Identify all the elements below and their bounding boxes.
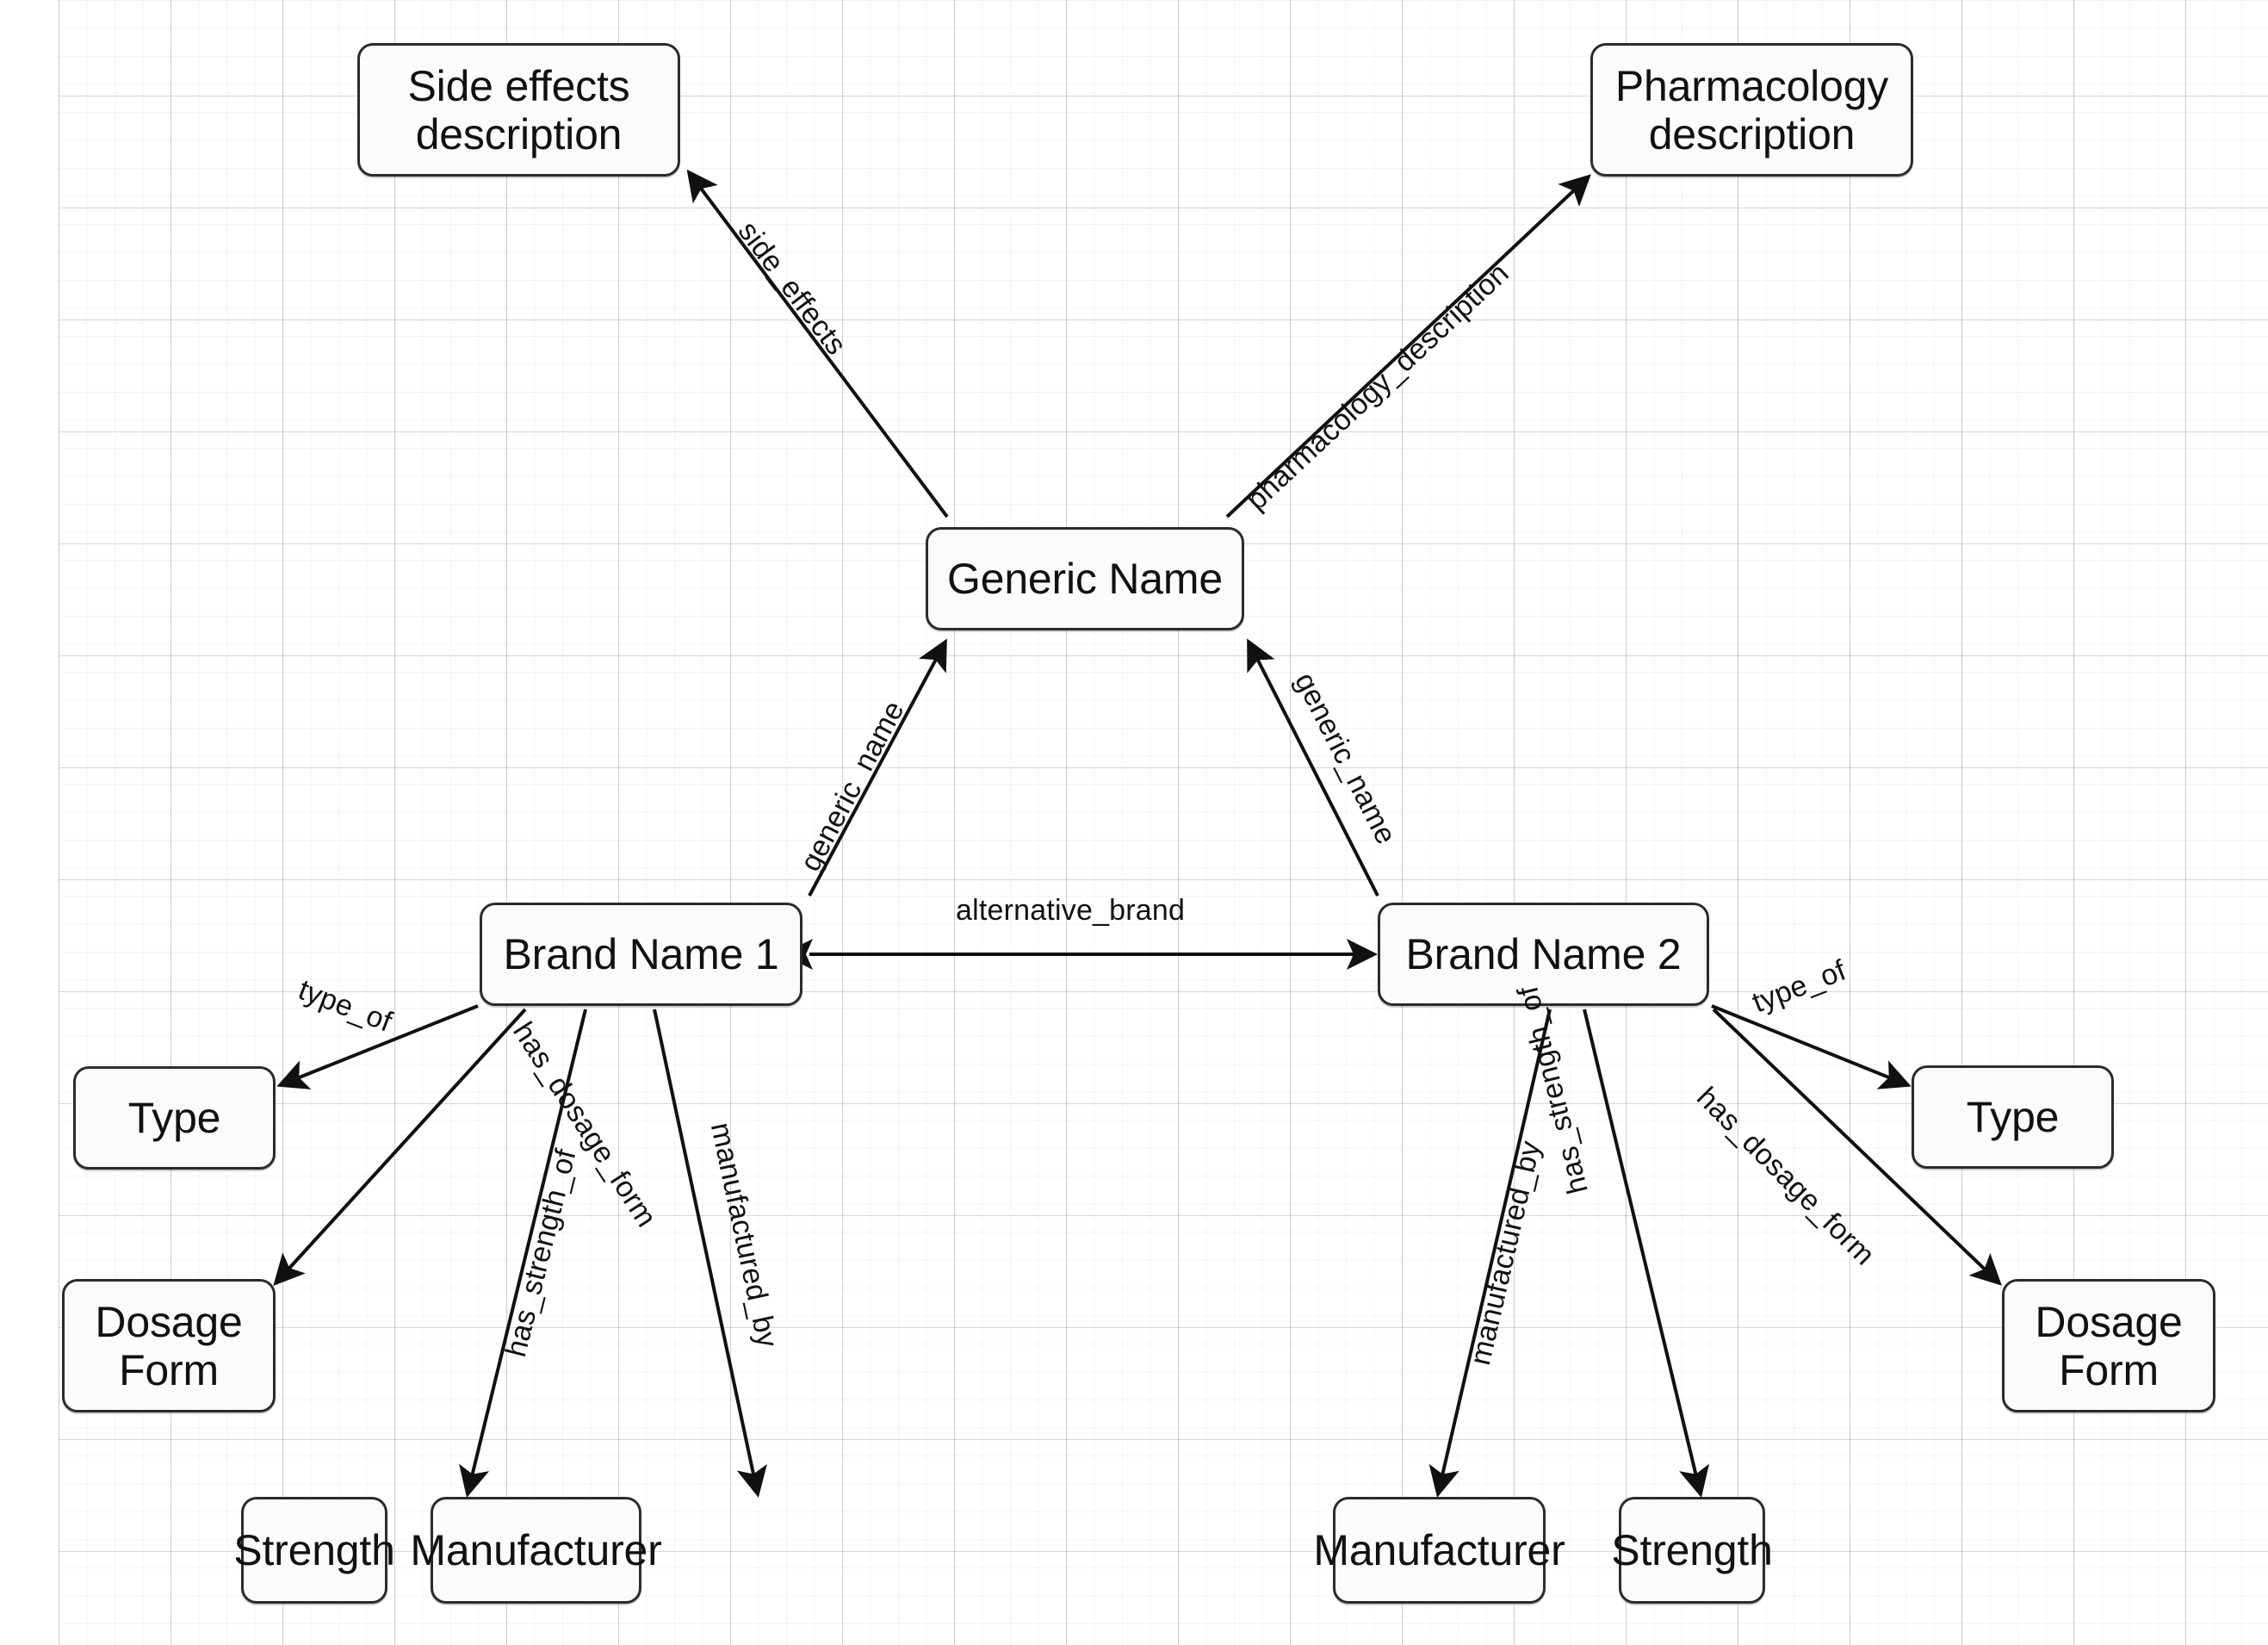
graph-paper-background bbox=[59, 0, 2268, 1645]
node-manufacturer_left[interactable]: Manufacturer bbox=[410, 1497, 662, 1604]
edge-label-e5: alternative_brand bbox=[956, 894, 1186, 927]
node-strength_right[interactable]: Strength bbox=[1611, 1497, 1773, 1604]
node-side_effects_description[interactable]: Side effects description bbox=[357, 43, 680, 177]
node-dosage_form_right[interactable]: Dosage Form bbox=[2002, 1279, 2215, 1412]
node-brand_name_1[interactable]: Brand Name 1 bbox=[480, 903, 802, 1006]
node-brand_name_2[interactable]: Brand Name 2 bbox=[1378, 903, 1709, 1006]
node-type_left[interactable]: Type bbox=[73, 1066, 276, 1170]
node-manufacturer_right[interactable]: Manufacturer bbox=[1313, 1497, 1565, 1604]
node-strength_left[interactable]: Strength bbox=[233, 1497, 395, 1604]
node-type_right[interactable]: Type bbox=[1912, 1065, 2114, 1169]
node-generic_name[interactable]: Generic Name bbox=[926, 527, 1244, 630]
node-pharmacology_description[interactable]: Pharmacology description bbox=[1590, 43, 1913, 177]
node-dosage_form_left[interactable]: Dosage Form bbox=[62, 1279, 276, 1412]
